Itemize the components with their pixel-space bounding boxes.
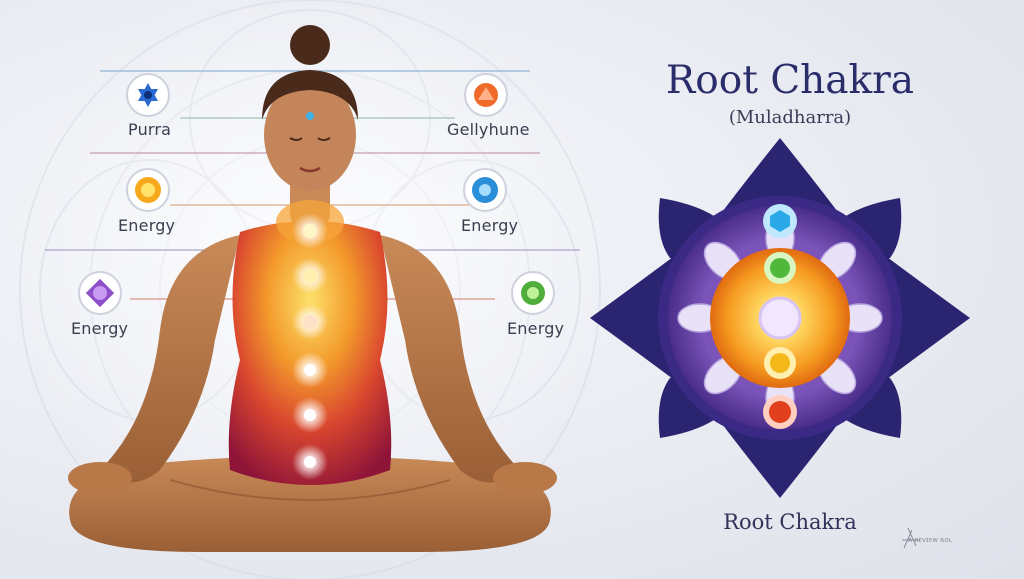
label-energy-left-low: Energy [71,319,129,338]
mandala-blue-gem [763,204,797,238]
watermark-text: ᴀ ʀᴇᴠɪᴇᴡ ʀᴏʟ [908,536,953,544]
panel-caption: Root Chakra [723,510,857,534]
purple-chakra-icon [78,271,122,315]
meditating-figure [68,25,557,552]
blue-star-chakra-icon [126,73,170,117]
mandala-red-gem [763,395,797,429]
label-energy-left-mid: Energy [118,216,176,235]
label-energy-right-mid: Energy [461,216,519,235]
panel-title: Root Chakra [665,58,915,103]
orange-chakra-icon [464,73,508,117]
green-chakra-icon [511,271,555,315]
blue-chakra-icon [463,168,507,212]
mandala-yellow-gem [764,347,796,379]
label-gellyhune: Gellyhune [447,120,530,139]
label-purra: Purra [128,120,172,139]
root-chakra-mandala [590,138,970,498]
mandala-green-gem [764,252,796,284]
label-energy-right-low: Energy [507,319,565,338]
panel-subtitle: (Muladharra) [728,107,852,128]
yellow-sun-chakra-icon [126,168,170,212]
signature-mark [902,527,920,549]
